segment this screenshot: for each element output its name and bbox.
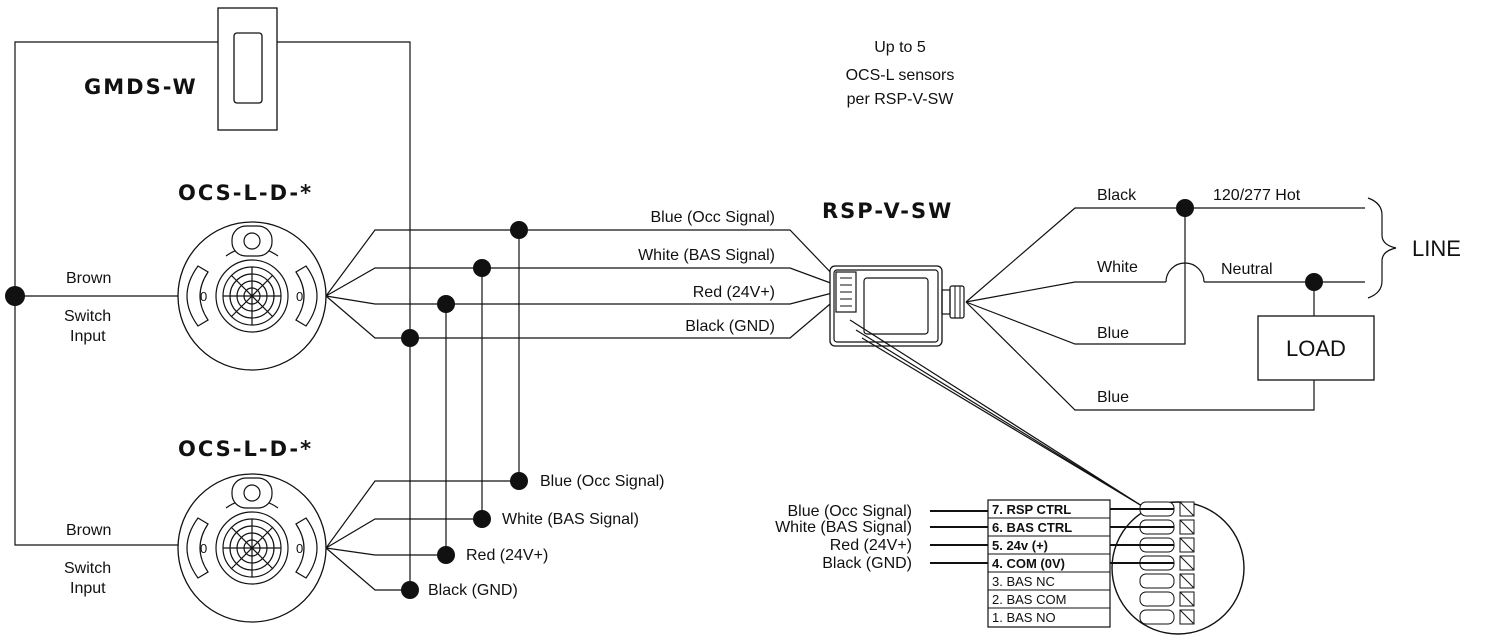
terminal-6: 6. BAS CTRL [992, 520, 1072, 535]
splice-dot [1305, 273, 1323, 291]
switch-input-label-bottom-2: Input [70, 580, 106, 597]
splice-dot [437, 546, 455, 564]
terminal-screw-icon [1110, 537, 1195, 553]
sensor-bottom-label: OCS-L-D-* [178, 437, 313, 461]
hv-white-label: White [1097, 259, 1138, 276]
splice-dot [401, 581, 419, 599]
switch-input-label-top-2: Input [70, 328, 106, 345]
sensor-bottom-icon [177, 473, 327, 623]
terminal-callout [849, 319, 1143, 507]
terminal-7: 7. RSP CTRL [992, 502, 1071, 517]
hot-label: 120/277 Hot [1213, 187, 1301, 204]
terminal-screw-icon [1139, 591, 1195, 607]
terminal-screw-icon [1139, 609, 1195, 625]
splice-dot [510, 472, 528, 490]
bottom-wire-label-white: White (BAS Signal) [502, 511, 639, 528]
switch-loop-wiring [5, 41, 411, 590]
terminal-3: 3. BAS NC [992, 574, 1055, 589]
line-brace [1367, 197, 1397, 299]
terminal-block-detail [987, 499, 1245, 635]
terminal-input-blue: Blue (Occ Signal) [788, 503, 913, 520]
terminal-screw-icon [1139, 573, 1195, 589]
load-label: LOAD [1286, 336, 1346, 361]
wire-label-black-gnd: Black (GND) [685, 318, 775, 335]
capacity-note-line1: Up to 5 [874, 39, 926, 56]
sensor-bottom-lens-left: 0 [200, 541, 207, 556]
gmds-w-switch [217, 7, 278, 131]
splice-dot [473, 259, 491, 277]
switch-input-label-bottom-1: Switch [64, 560, 111, 577]
splice-dot [510, 221, 528, 239]
terminal-1: 1. BAS NO [992, 610, 1056, 625]
terminal-input-black: Black (GND) [822, 555, 912, 572]
wire-label-blue-occ: Blue (Occ Signal) [651, 209, 776, 226]
hv-black-label: Black [1097, 187, 1137, 204]
relay-pack-label: RSP-V-SW [822, 199, 953, 223]
wire-label-white-bas: White (BAS Signal) [638, 247, 775, 264]
terminal-input-leads [930, 510, 988, 564]
rsp-v-sw-device [829, 265, 965, 347]
capacity-note-line2: OCS-L sensors [846, 67, 955, 84]
sensor-top-lens-left: 0 [200, 289, 207, 304]
splice-dot [401, 329, 419, 347]
switch-input-label-top-1: Switch [64, 308, 111, 325]
load-box [1257, 315, 1375, 381]
sensor-top-lens-right: 0 [296, 289, 303, 304]
splice-dot [1176, 199, 1194, 217]
brown-wire-label-top: Brown [66, 270, 111, 287]
neutral-label: Neutral [1221, 261, 1273, 278]
splice-dot [437, 295, 455, 313]
high-voltage-wiring [965, 197, 1397, 411]
low-voltage-bus [325, 221, 837, 599]
capacity-note-line3: per RSP-V-SW [847, 91, 955, 108]
sensor-bottom-lens-right: 0 [296, 541, 303, 556]
terminal-4: 4. COM (0V) [992, 556, 1065, 571]
hv-blue-label-2: Blue [1097, 389, 1129, 406]
terminal-input-red: Red (24V+) [830, 537, 912, 554]
terminal-screw-icon [1110, 519, 1195, 535]
terminal-5: 5. 24v (+) [992, 538, 1048, 553]
terminal-screw-icon [1110, 501, 1195, 517]
hv-blue-label-1: Blue [1097, 325, 1129, 342]
wire-label-red-24v: Red (24V+) [693, 284, 775, 301]
bottom-wire-label-black: Black (GND) [428, 582, 518, 599]
splice-dot [5, 286, 25, 306]
bottom-wire-label-blue: Blue (Occ Signal) [540, 473, 665, 490]
bottom-wire-label-red: Red (24V+) [466, 547, 548, 564]
sensor-top-label: OCS-L-D-* [178, 181, 313, 205]
terminal-screw-icon [1110, 555, 1195, 571]
brown-wire-label-bottom: Brown [66, 522, 111, 539]
splice-dot [473, 510, 491, 528]
switch-model-label: GMDS-W [84, 75, 198, 99]
terminal-input-white: White (BAS Signal) [775, 519, 912, 536]
terminal-2: 2. BAS COM [992, 592, 1066, 607]
line-label: LINE [1412, 236, 1461, 261]
